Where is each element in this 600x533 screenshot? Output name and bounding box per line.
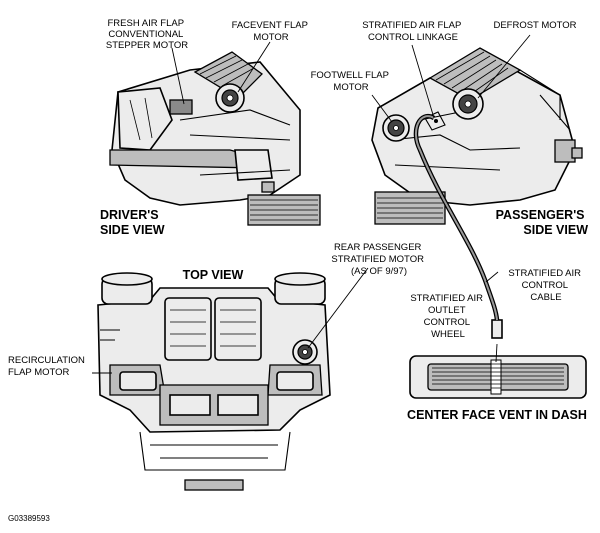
facevent-flap-motor-label: FACEVENT FLAP MOTOR: [232, 20, 311, 43]
footwell-flap-motor-label: FOOTWELL FLAP MOTOR: [311, 70, 392, 93]
rear-passenger-stratified-motor-label: REAR PASSENGER STRATIFIED MOTOR (AS OF 9…: [331, 242, 426, 277]
drivers-side-view-title: DRIVER'S SIDE VIEW: [100, 208, 165, 237]
figure-code: G03389593: [8, 514, 50, 523]
fresh-air-flap-motor-label: FRESH AIR FLAP CONVENTIONAL STEPPER MOTO…: [106, 18, 188, 51]
stratified-air-outlet-wheel-label: STRATIFIED AIR OUTLET CONTROL WHEEL: [410, 293, 485, 340]
defrost-motor-label: DEFROST MOTOR: [493, 20, 576, 31]
stratified-air-control-cable-label: STRATIFIED AIR CONTROL CABLE: [508, 268, 583, 303]
drivers-side-unit: [109, 51, 321, 226]
top-view-title: TOP VIEW: [183, 268, 244, 282]
stratified-air-flap-linkage-label: STRATIFIED AIR FLAP CONTROL LINKAGE: [362, 20, 464, 43]
center-face-vent-title: CENTER FACE VENT IN DASH: [407, 408, 587, 422]
center-face-vent: [409, 319, 587, 399]
recirculation-flap-motor-label: RECIRCULATION FLAP MOTOR: [8, 355, 88, 378]
passengers-side-view-title: PASSENGER'S SIDE VIEW: [496, 208, 589, 237]
passengers-side-unit: [371, 47, 583, 225]
leader-lines: [92, 34, 531, 374]
top-view-unit: [97, 272, 331, 491]
